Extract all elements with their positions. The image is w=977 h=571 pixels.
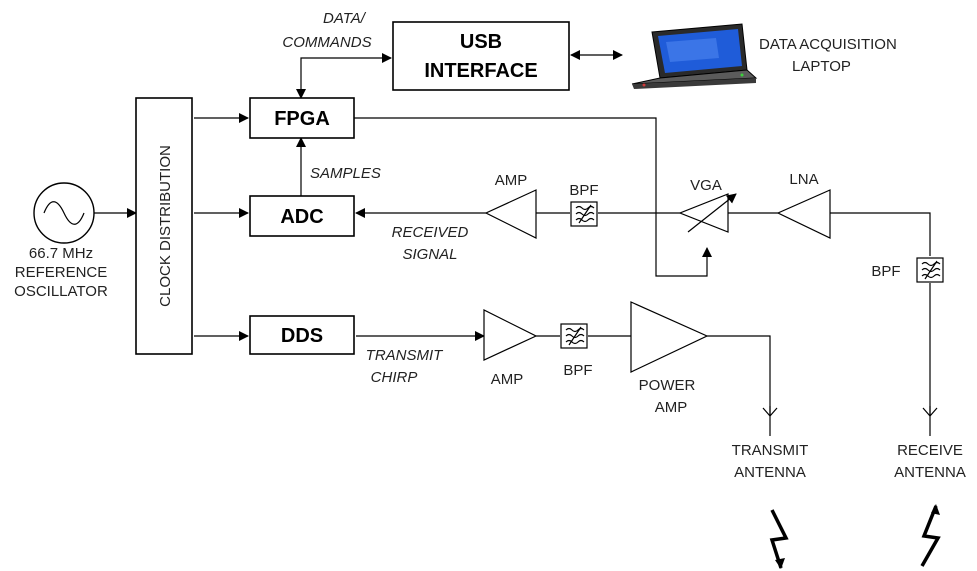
power-amp-label-1: POWER [639,377,696,394]
clock-distribution-block: CLOCK DISTRIBUTION [135,97,193,355]
antenna-icon [762,405,778,437]
antenna-icon [922,405,938,437]
clock-distribution-label: CLOCK DISTRIBUTION [157,145,174,307]
laptop-label-2: LAPTOP [792,58,851,75]
rx-antenna-label-1: RECEIVE [897,442,963,459]
tx-antenna-label-2: ANTENNA [734,464,806,481]
oscillator-label-2: REFERENCE [15,264,108,281]
antenna-bpf-label: BPF [871,263,900,280]
laptop-icon [631,23,758,89]
rx-bpf-label: BPF [569,182,598,199]
filter-wave-icon [560,323,588,349]
laptop-label-1: DATA ACQUISITION [759,36,897,53]
tx-amp-label: AMP [491,371,524,388]
fpga-block: FPGA [249,97,355,139]
usb-interface-block: USB INTERFACE [392,21,570,91]
tx-amp [483,309,538,361]
received-label-1: RECEIVED [392,224,469,241]
transmit-chirp-label-2: CHIRP [371,369,418,386]
adc-label: ADC [280,206,323,228]
rx-amp-label: AMP [495,172,528,189]
dds-label: DDS [281,325,323,347]
fpga-usb-wire [296,53,392,99]
lna-label: LNA [789,171,818,188]
lna-amp [776,189,831,239]
data-commands-label-1: DATA/ [323,10,367,27]
oscillator-label-3: OSCILLATOR [14,283,108,300]
rx-antenna-label-2: ANTENNA [894,464,966,481]
oscillator-label-1: 66.7 MHz [29,245,93,262]
power-amp [630,301,709,373]
vga-amp [678,193,737,233]
transmit-chirp-label-1: TRANSMIT [366,347,445,364]
wires [94,50,931,410]
usb-label-2: INTERFACE [424,60,537,82]
lightning-icon [920,504,941,567]
fpga-label: FPGA [274,108,330,130]
received-label-2: SIGNAL [402,246,457,263]
sine-wave-icon [33,182,95,244]
vga-label: VGA [690,177,722,194]
data-commands-label-2: COMMANDS [282,34,371,51]
rx-amp [484,189,537,239]
tx-bpf-label: BPF [563,362,592,379]
filter-wave-icon [570,201,598,227]
adc-block: ADC [249,195,355,237]
tx-antenna-label-1: TRANSMIT [732,442,809,459]
lightning-icon [769,509,789,569]
usb-label-1: USB [460,31,502,53]
fpga-to-vga-control-wire [354,117,712,277]
filter-wave-icon [916,257,944,283]
samples-label: SAMPLES [310,165,381,182]
power-amp-label-2: AMP [655,399,688,416]
dds-block: DDS [249,315,355,355]
